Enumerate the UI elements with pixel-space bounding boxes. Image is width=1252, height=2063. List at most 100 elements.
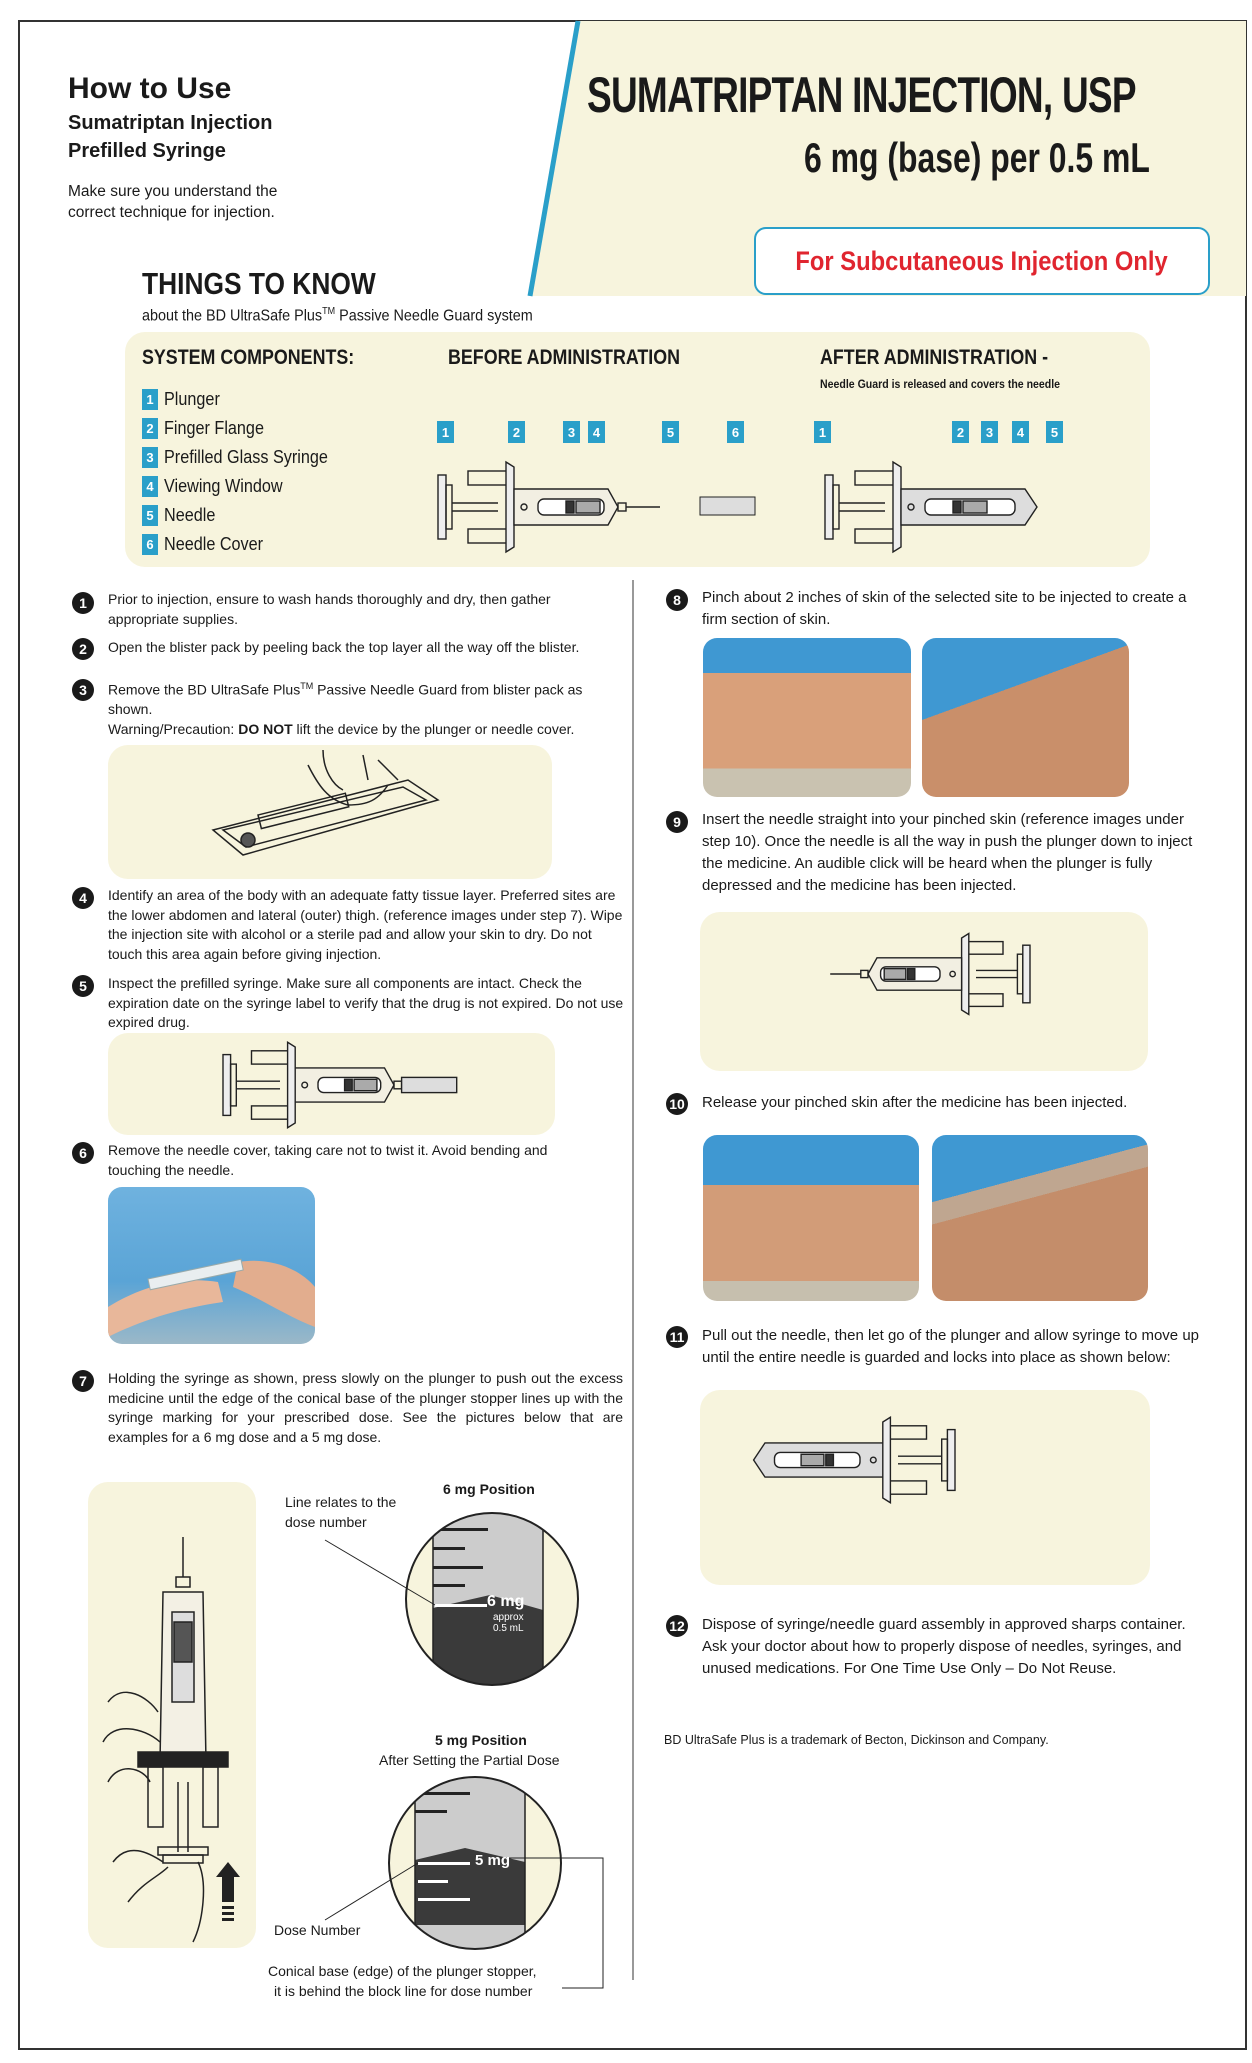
column-divider — [632, 580, 634, 1980]
step-5-text: Inspect the prefilled syringe. Make sure… — [108, 975, 624, 1030]
component-callout: 3 — [563, 421, 580, 443]
component-callout: 3 — [981, 421, 998, 443]
pinch-thigh-photo — [922, 638, 1129, 797]
step-3-text: Remove the BD UltraSafe PlusTM Passive N… — [108, 681, 583, 737]
step-12-text: Dispose of syringe/needle guard assembly… — [702, 1616, 1186, 1677]
step-8-text: Pinch about 2 inches of skin of the sele… — [702, 589, 1187, 628]
component-label: Viewing Window — [164, 476, 283, 496]
step-6-text: Remove the needle cover, taking care not… — [108, 1142, 548, 1178]
component-label: Prefilled Glass Syringe — [164, 447, 328, 467]
page-title: How to Use — [68, 72, 232, 105]
inspect-syringe-illustration — [108, 1033, 555, 1135]
step-11-text: Pull out the needle, then let go of the … — [702, 1327, 1199, 1366]
step-badge: 6 — [72, 1142, 94, 1164]
component-number-badge: 6 — [142, 534, 158, 555]
component-number-badge: 2 — [142, 418, 158, 439]
step-4-text: Identify an area of the body with an ade… — [108, 887, 623, 962]
pinch-abdomen-photo — [703, 638, 911, 797]
product-name: SUMATRIPTAN INJECTION, USP — [587, 67, 1137, 123]
step-badge: 7 — [72, 1370, 94, 1392]
component-item: 5 Needle — [142, 505, 221, 526]
component-label: Plunger — [164, 389, 220, 409]
page-subtitle: Sumatriptan Injection — [68, 112, 273, 134]
component-callout: 6 — [727, 421, 744, 443]
component-label: Needle — [164, 505, 216, 525]
dose-number-label: Dose Number — [274, 1922, 361, 1938]
release-thigh-photo — [932, 1135, 1148, 1301]
step-badge: 2 — [72, 638, 94, 660]
component-number-badge: 4 — [142, 476, 158, 497]
syringe-after-diagram — [824, 460, 1038, 554]
route-notice: For Subcutaneous Injection Only — [795, 245, 1169, 276]
component-label: Needle Cover — [164, 534, 264, 554]
remove-needle-cover-photo — [108, 1187, 315, 1344]
step-badge: 12 — [666, 1615, 688, 1637]
line-relates-label: Line relates to the — [285, 1494, 397, 1510]
line-relates-label-2: dose number — [285, 1514, 367, 1530]
conical-base-note: Conical base (edge) of the plunger stopp… — [268, 1963, 537, 1979]
step-badge: 3 — [72, 679, 94, 701]
component-number-badge: 3 — [142, 447, 158, 468]
step-badge: 8 — [666, 589, 688, 611]
system-components-panel — [125, 332, 1150, 567]
dose-magnifier-diagrams — [324, 1512, 604, 1989]
syringe-before-diagram — [437, 460, 756, 554]
component-callout: 1 — [437, 421, 454, 443]
step-9-text: Insert the needle straight into your pin… — [702, 811, 1193, 894]
photo-hands — [108, 1258, 315, 1337]
injecting-syringe-drawing — [830, 932, 1031, 1016]
before-heading: BEFORE ADMINISTRATION — [448, 346, 681, 369]
conical-base-note-2: it is behind the block line for dose num… — [274, 1983, 533, 1999]
trademark-footer: BD UltraSafe Plus is a trademark of Bect… — [664, 1733, 1049, 1747]
blister-pack-illustration — [108, 745, 552, 879]
six-mg-label: 6 mg — [487, 1593, 525, 1610]
release-abdomen-photo — [703, 1135, 919, 1301]
five-mg-label: 5 mg — [475, 1852, 511, 1869]
after-heading: AFTER ADMINISTRATION - — [820, 346, 1049, 369]
guarded-syringe-drawing — [752, 1415, 956, 1505]
component-callout: 5 — [662, 421, 679, 443]
step-badge: 5 — [72, 975, 94, 997]
step-7-text: Holding the syringe as shown, press slow… — [108, 1370, 623, 1445]
step-1-text: Prior to injection, ensure to wash hands… — [108, 591, 551, 627]
step-badge: 1 — [72, 592, 94, 614]
product-strength: 6 mg (base) per 0.5 mL — [804, 134, 1150, 181]
route-notice-box: For Subcutaneous Injection Only — [754, 227, 1210, 295]
step-badge: 11 — [666, 1326, 688, 1348]
component-number-badge: 5 — [142, 505, 158, 526]
step-badge: 9 — [666, 811, 688, 833]
component-item: 2 Finger Flange — [142, 418, 275, 439]
component-callout: 4 — [1012, 421, 1029, 443]
hold-syringe-illustration — [88, 1482, 256, 1948]
component-callout: 4 — [588, 421, 605, 443]
after-subheading: Needle Guard is released and covers the … — [820, 377, 1061, 391]
step-badge: 10 — [666, 1093, 688, 1115]
component-item: 6 Needle Cover — [142, 534, 274, 555]
header-divider-line — [527, 20, 581, 297]
inject-illustration — [700, 912, 1148, 1071]
component-callout: 5 — [1046, 421, 1063, 443]
things-to-know-subtitle: about the BD UltraSafe PlusTM Passive Ne… — [142, 306, 533, 325]
component-callout: 2 — [952, 421, 969, 443]
component-item: 3 Prefilled Glass Syringe — [142, 447, 346, 468]
intro-text: Make sure you understand the — [68, 183, 278, 200]
component-item: 4 Viewing Window — [142, 476, 296, 497]
guarded-needle-illustration — [700, 1390, 1150, 1585]
blister-drawing — [211, 749, 440, 856]
component-callout: 2 — [508, 421, 525, 443]
component-label: Finger Flange — [164, 418, 264, 438]
five-mg-subtitle: After Setting the Partial Dose — [379, 1752, 560, 1768]
intro-text-2: correct technique for injection. — [68, 204, 275, 221]
step-2-text: Open the blister pack by peeling back th… — [108, 639, 580, 655]
page-subtitle-2: Prefilled Syringe — [68, 140, 226, 162]
vertical-syringe-drawing — [102, 1537, 240, 1943]
things-to-know-title: THINGS TO KNOW — [142, 266, 376, 301]
syringe-with-cover-drawing — [222, 1040, 458, 1130]
six-mg-position-title: 6 mg Position — [443, 1481, 535, 1497]
five-mg-position-title: 5 mg Position — [435, 1732, 527, 1748]
components-heading: SYSTEM COMPONENTS: — [142, 346, 355, 369]
step-10-text: Release your pinched skin after the medi… — [702, 1094, 1128, 1111]
step-badge: 4 — [72, 887, 94, 909]
